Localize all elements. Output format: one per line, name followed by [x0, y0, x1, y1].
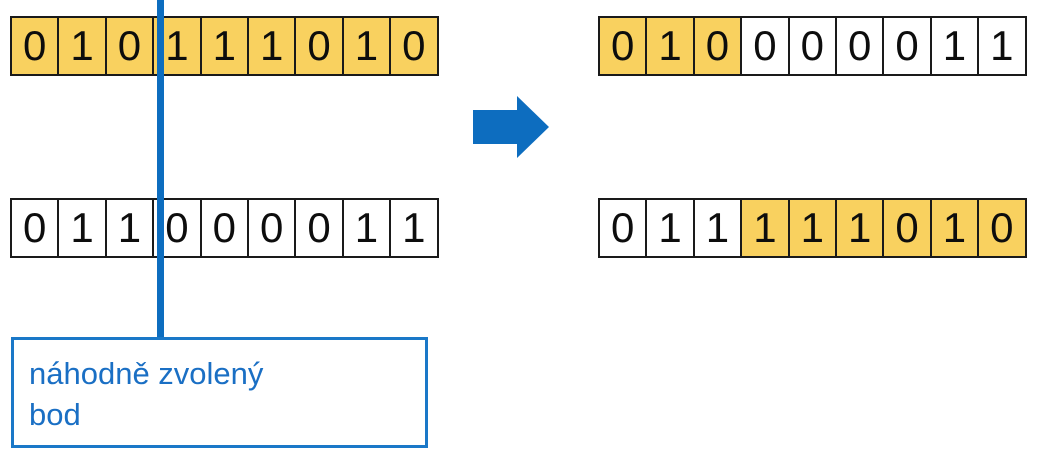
bit-cell: 1	[692, 198, 743, 258]
bit-cell: 1	[199, 16, 249, 76]
bit-cell: 0	[294, 16, 344, 76]
bit-cell: 1	[645, 16, 695, 76]
bit-cell: 0	[882, 198, 932, 258]
crossover-point-line	[157, 0, 164, 338]
bit-cell: 1	[834, 198, 885, 258]
right-arrow-icon	[473, 96, 549, 158]
bit-cell: 1	[341, 16, 392, 76]
bit-cell: 0	[692, 16, 743, 76]
bit-cell: 0	[598, 16, 648, 76]
bit-cell: 0	[10, 16, 60, 76]
bit-cell: 0	[294, 198, 344, 258]
bit-cell: 1	[977, 16, 1027, 76]
bit-cell: 1	[57, 198, 107, 258]
bit-cell: 1	[787, 198, 837, 258]
bit-cell: 0	[10, 198, 60, 258]
bit-cell: 0	[199, 198, 249, 258]
bit-cell: 1	[929, 16, 980, 76]
random-point-caption-text: náhodně zvolený bod	[29, 356, 264, 432]
bit-cell: 0	[740, 16, 790, 76]
bit-cell: 1	[929, 198, 980, 258]
bit-cell: 1	[645, 198, 695, 258]
bit-cell: 0	[246, 198, 297, 258]
bit-cell: 1	[104, 198, 155, 258]
bit-cell: 0	[104, 16, 155, 76]
bit-cell: 0	[598, 198, 648, 258]
bit-cell: 0	[882, 16, 932, 76]
bit-cell: 0	[977, 198, 1027, 258]
bit-cell: 1	[246, 16, 297, 76]
bit-cell: 1	[740, 198, 790, 258]
bit-cell: 0	[834, 16, 885, 76]
bit-cell: 1	[57, 16, 107, 76]
random-point-callout-box: náhodně zvolený bod	[11, 337, 428, 448]
bit-cell: 1	[389, 198, 439, 258]
bit-cell: 1	[341, 198, 392, 258]
bit-cell: 0	[787, 16, 837, 76]
bit-cell: 0	[389, 16, 439, 76]
